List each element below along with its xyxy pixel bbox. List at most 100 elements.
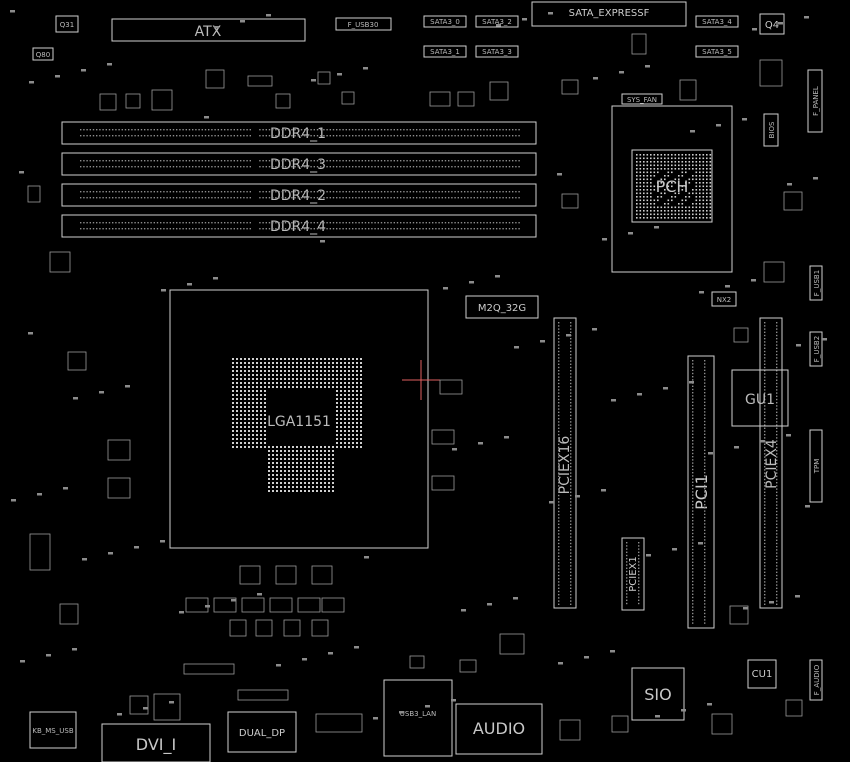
- ddr-pin: [102, 197, 104, 199]
- ddr-pin: [166, 135, 168, 137]
- pcie-pin: [764, 581, 766, 583]
- pcie-pin: [570, 494, 572, 497]
- ddr-pin: [508, 160, 511, 162]
- pcie-pin: [764, 392, 766, 394]
- tiny-pad: [187, 283, 192, 286]
- ddr4-1-label: DDR4_1: [270, 126, 326, 142]
- ddr-pin: [512, 166, 514, 168]
- ddr-pin: [409, 197, 411, 199]
- cpu-pin: [308, 366, 310, 368]
- pch-ball: [646, 157, 649, 160]
- pch-ball: [695, 196, 698, 198]
- cpu-pin: [328, 450, 330, 452]
- cpu-pin: [340, 366, 342, 368]
- pch-ball: [695, 210, 698, 212]
- ddr-pin: [172, 222, 175, 224]
- pch-ball: [709, 217, 712, 219]
- tiny-pad: [373, 717, 378, 720]
- cpu-pin: [284, 470, 286, 472]
- ddr-pin: [310, 191, 312, 193]
- pcie-pin: [692, 484, 694, 487]
- pch-ball: [699, 175, 701, 177]
- cpu-pin: [276, 446, 278, 448]
- tiny-pad: [813, 177, 818, 180]
- pcie-pin: [692, 366, 694, 368]
- ddr-pin: [140, 135, 143, 137]
- ddr-pin: [163, 228, 165, 230]
- cpu-pin: [300, 366, 302, 368]
- cpu-pin: [312, 486, 314, 488]
- pcie-pin: [764, 424, 766, 426]
- ddr-pin: [380, 166, 383, 168]
- cpu-pin: [328, 374, 330, 376]
- ddr-pin: [451, 160, 453, 162]
- pcie-pin: [704, 484, 706, 487]
- pcie-pin: [764, 408, 766, 410]
- pcie-pin: [692, 481, 694, 483]
- pch-ball: [646, 217, 649, 219]
- ddr-pin: [368, 135, 370, 137]
- ddr-pin: [342, 129, 344, 131]
- tiny-pad: [795, 595, 800, 598]
- cpu-pin: [308, 490, 310, 492]
- ddr-pin: [272, 135, 274, 137]
- ddr-pin: [172, 191, 175, 193]
- cpu-pin: [348, 374, 350, 376]
- ddr-pin: [185, 166, 187, 168]
- cpu-pin: [252, 430, 254, 432]
- ddr-pin: [192, 166, 194, 168]
- pch-ball: [681, 161, 684, 163]
- cpu-pin: [272, 450, 274, 452]
- cpu-pin: [256, 410, 258, 412]
- pcie-pin: [704, 520, 706, 522]
- cpu-pin: [328, 370, 330, 372]
- cpu-pin: [288, 462, 290, 464]
- pcie-pin: [764, 571, 766, 573]
- ddr-pin: [323, 166, 325, 168]
- ddr-pin: [393, 222, 395, 224]
- cpu-pin: [336, 434, 338, 436]
- cpu-pin: [328, 466, 330, 468]
- pch-ball: [681, 210, 684, 212]
- pch-ball: [646, 164, 649, 167]
- cpu-pin: [352, 374, 354, 376]
- pch-ball: [674, 196, 677, 198]
- pcie-pin: [764, 466, 766, 468]
- ddr-pin: [131, 191, 133, 193]
- ddr-pin: [300, 135, 303, 137]
- ddr-pin: [457, 160, 459, 162]
- pcie-pin: [776, 408, 778, 410]
- nx2-component: [711, 291, 737, 307]
- pcie-pin: [776, 456, 778, 458]
- pch-ball: [702, 196, 705, 198]
- pci1-slot: [687, 355, 715, 629]
- pcie-pin: [692, 536, 694, 538]
- pch-ball: [678, 164, 680, 167]
- pcie-pin: [692, 379, 694, 381]
- ddr-pin: [467, 129, 469, 131]
- pcie-pin: [704, 580, 706, 583]
- pch-ball: [639, 213, 642, 216]
- cpu-pin: [272, 366, 274, 368]
- ddr-pin: [198, 135, 200, 137]
- pch-ball: [695, 154, 698, 156]
- cpu-pin: [288, 386, 290, 388]
- pch-ball: [667, 203, 670, 205]
- cpu-pin: [352, 402, 354, 404]
- pcie-pin: [570, 328, 572, 330]
- ddr-pin: [480, 160, 482, 162]
- cpu-pin: [292, 382, 294, 384]
- pch-ball: [646, 178, 649, 181]
- pcie-pin: [764, 539, 766, 541]
- cpu-pin: [300, 362, 302, 364]
- pcie-pin: [558, 562, 560, 564]
- ddr-pin: [425, 160, 427, 162]
- ddr-pin: [409, 222, 411, 224]
- pch-ball: [657, 157, 659, 160]
- cpu-pin: [232, 402, 234, 404]
- ddr-pin: [92, 197, 95, 199]
- tiny-pad: [461, 609, 466, 612]
- cpu-pin: [320, 474, 322, 476]
- ddr-pin: [220, 160, 223, 162]
- cpu-pin: [256, 434, 258, 436]
